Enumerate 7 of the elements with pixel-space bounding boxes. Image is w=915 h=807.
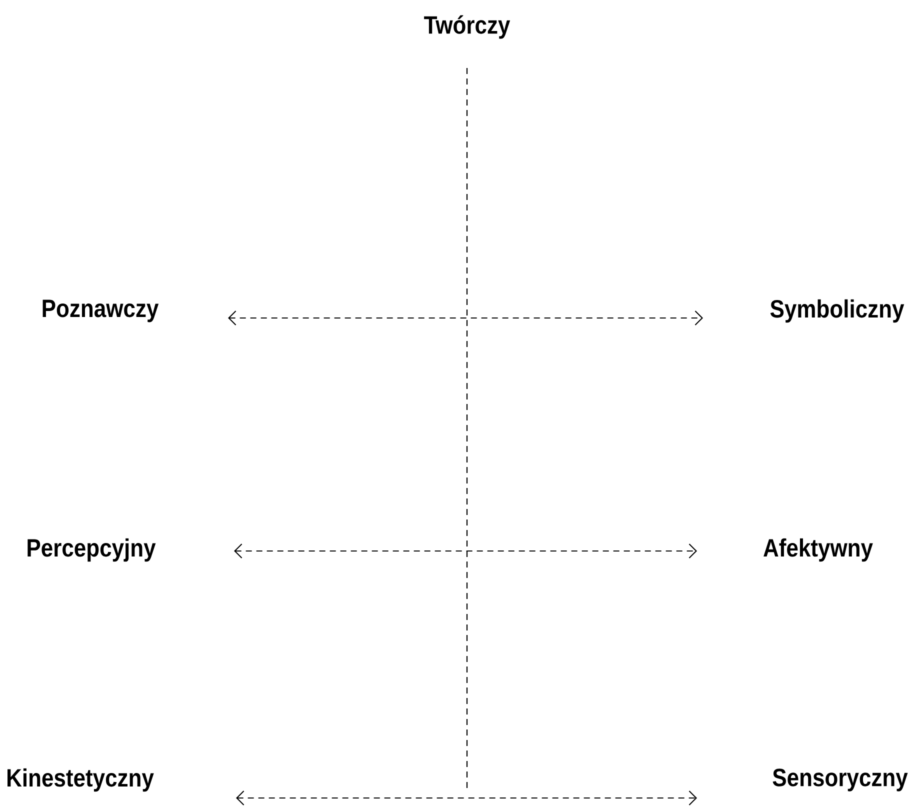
axis-label: Percepcyjny: [28, 538, 156, 562]
axis-label: Afektywny: [764, 538, 873, 562]
axis-label: Poznawczy: [42, 300, 159, 322]
axis-label: Symboliczny: [770, 299, 904, 323]
axis-label: Kinestetyczny: [8, 768, 154, 792]
axis-label: Sensoryczny: [772, 768, 908, 792]
axis-label: Twórczy: [424, 15, 510, 39]
